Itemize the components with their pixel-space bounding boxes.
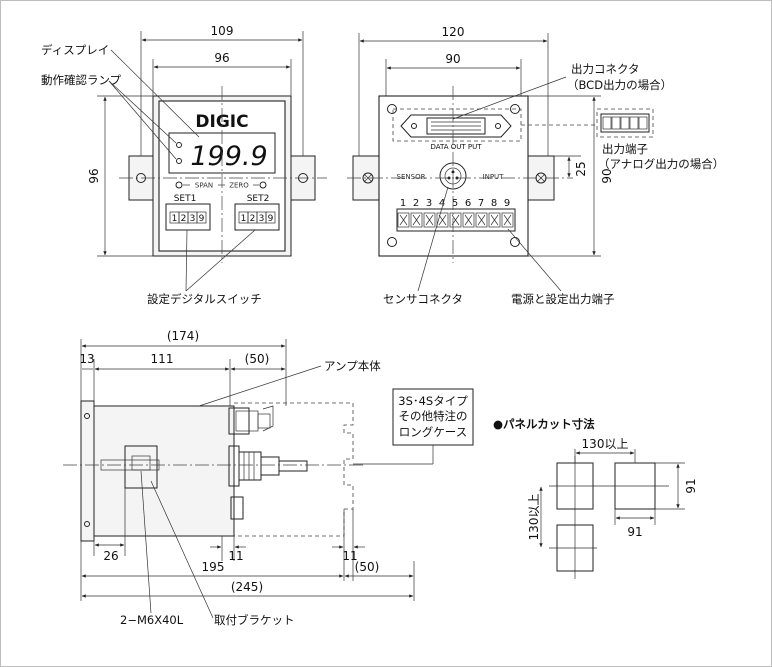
- svg-text:2: 2: [413, 198, 419, 209]
- input-label: INPUT: [483, 173, 505, 181]
- bcd-connector: [400, 114, 512, 138]
- dim-panel-130-top: 130以上: [582, 437, 629, 451]
- dim-side-195: 195: [202, 560, 225, 574]
- set1-label: SET1: [174, 194, 197, 204]
- svg-text:6: 6: [465, 198, 471, 209]
- svg-text:9: 9: [268, 214, 274, 224]
- dim-rear-height: 90: [600, 168, 614, 183]
- set2-digits: 1 2 3 9: [238, 211, 276, 224]
- svg-text:2: 2: [250, 214, 256, 224]
- terminal-block: 1 2 3 4 5 6 7 8 9: [396, 198, 516, 232]
- dim-side-11-b: 11: [342, 549, 357, 563]
- dim-panel-91-bottom: 91: [627, 525, 642, 539]
- data-output-label: DATA OUT PUT: [430, 143, 482, 151]
- dim-side-26: 26: [103, 549, 118, 563]
- svg-text:1: 1: [400, 198, 406, 209]
- svg-text:3: 3: [259, 214, 265, 224]
- side-mounting-bracket: [124, 445, 158, 489]
- analog-terminal-outline: [596, 108, 654, 138]
- svg-text:3: 3: [426, 198, 432, 209]
- dim-rear-width-inner: 90: [445, 52, 460, 66]
- dim-front-height: 96: [87, 168, 101, 183]
- zero-adjust-icon: [259, 181, 267, 189]
- side-sensor-connector: [238, 451, 262, 481]
- set2-label: SET2: [247, 194, 270, 204]
- label-output-connector: 出力コネクタ: [571, 62, 640, 76]
- svg-text:3: 3: [190, 214, 196, 224]
- set1-switch: [165, 203, 211, 231]
- label-display: ディスプレイ: [41, 43, 109, 57]
- dim-rear-offset: 25: [574, 161, 588, 176]
- svg-text:7: 7: [478, 198, 484, 209]
- long-case-text-2: その他特注の: [399, 409, 468, 423]
- svg-text:9: 9: [504, 198, 510, 209]
- svg-text:8: 8: [491, 198, 497, 209]
- dim-front-width-inner: 96: [214, 51, 229, 65]
- terminal-numbers: 1 2 3 4 5 6 7 8 9: [400, 198, 510, 209]
- svg-text:1: 1: [241, 214, 247, 224]
- dim-side-111: 111: [151, 352, 174, 366]
- side-front-flange: [80, 400, 95, 542]
- dim-side-50-top: (50): [245, 352, 270, 366]
- dim-front-width-outer: 109: [211, 24, 234, 38]
- zero-label: ZERO: [229, 182, 249, 190]
- set2-switch: [234, 203, 280, 231]
- svg-text:5: 5: [452, 198, 458, 209]
- label-analog-output: （アナログ出力の場合）: [598, 157, 724, 171]
- label-bracket: 取付ブラケット: [214, 613, 295, 627]
- long-case-text-3: ロングケース: [399, 425, 467, 439]
- svg-text:9: 9: [199, 214, 205, 224]
- svg-text:2: 2: [181, 214, 187, 224]
- panel-cut-title: ●パネルカット寸法: [493, 417, 595, 431]
- dim-side-total-top: (174): [167, 329, 199, 343]
- dim-rear-width-outer: 120: [442, 25, 465, 39]
- long-case-outline: [234, 402, 354, 537]
- sensor-label: SENSOR: [397, 173, 426, 181]
- svg-text:1: 1: [172, 214, 178, 224]
- rear-view: DATA OUT PUT SENSOR INPUT 1 2 3 4 5 6 7 …: [347, 25, 724, 306]
- long-case-text-1: 3S･4Sタイプ: [398, 394, 468, 408]
- dim-panel-130-side: 130以上: [527, 494, 541, 541]
- span-label: SPAN: [195, 182, 213, 190]
- dim-side-13: 13: [79, 352, 94, 366]
- dim-side-11-a: 11: [228, 549, 243, 563]
- rear-corner-screw-bl-icon: [387, 237, 397, 247]
- dim-side-50-bottom: (50): [355, 560, 380, 574]
- panel-cut: ●パネルカット寸法 130以上 130以上 91 91: [493, 417, 698, 579]
- span-adjust-icon: [175, 181, 183, 189]
- lamp-lower-icon: [176, 158, 182, 164]
- label-sensor-connector: センサコネクタ: [383, 292, 463, 306]
- front-view: DIGIC 199.9 SPAN ZERO SET1 1 2 3 9 SET2 …: [41, 24, 327, 306]
- display-value: 199.9: [190, 141, 267, 172]
- label-lamp: 動作確認ランプ: [41, 73, 122, 87]
- side-view: (174) 13 111 (50) アンプ本体 3S･4Sタイプ その他特注の …: [63, 329, 474, 627]
- analog-terminal: [600, 113, 650, 133]
- label-digital-switch: 設定デジタルスイッチ: [147, 292, 262, 306]
- label-output-terminal: 出力端子: [602, 142, 648, 156]
- label-bcd-output: （BCD出力の場合）: [567, 78, 672, 92]
- lamp-upper-icon: [176, 142, 182, 148]
- label-power-terminal: 電源と設定出力端子: [511, 292, 615, 306]
- side-amp-body: [93, 405, 235, 537]
- set1-digits: 1 2 3 9: [169, 211, 207, 224]
- dim-panel-91-right: 91: [684, 478, 698, 493]
- label-screw: 2−M6X40L: [120, 613, 184, 627]
- dim-side-245: (245): [231, 580, 263, 594]
- label-amp-body: アンプ本体: [324, 359, 381, 373]
- svg-text:4: 4: [439, 198, 445, 209]
